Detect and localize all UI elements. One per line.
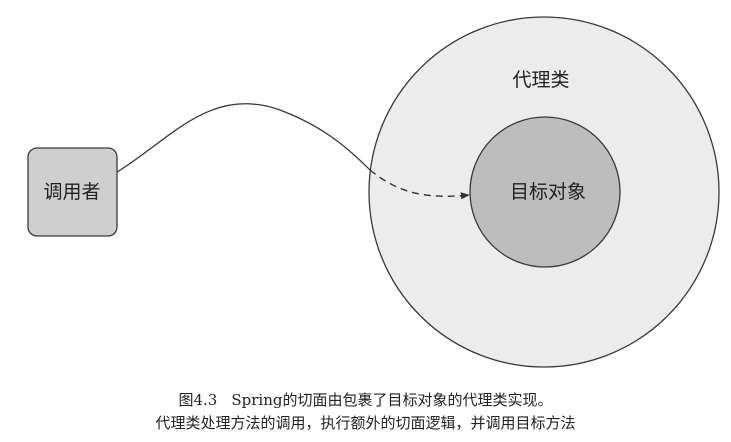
caption-text-2: 代理类处理方法的调用，执行额外的切面逻辑，并调用目标方法 (155, 414, 576, 432)
target-object-label: 目标对象 (510, 181, 586, 203)
caller-box (27, 147, 118, 237)
call-path-solid (116, 103, 371, 173)
caller-label: 调用者 (43, 181, 100, 203)
figure-caption-line-1: 图4.3 Spring的切面由包裹了目标对象的代理类实现。 (0, 390, 731, 410)
caption-text-1: Spring的切面由包裹了目标对象的代理类实现。 (231, 391, 553, 409)
figure-caption-line-2: 代理类处理方法的调用，执行额外的切面逻辑，并调用目标方法 (0, 413, 731, 433)
call-path-dashed (369, 169, 470, 200)
proxy-class-label: 代理类 (512, 69, 569, 91)
aop-proxy-diagram: 代理类 目标对象 调用者 (27, 16, 720, 368)
figure-number: 图4.3 (178, 391, 218, 409)
target-object-circle (469, 116, 621, 268)
